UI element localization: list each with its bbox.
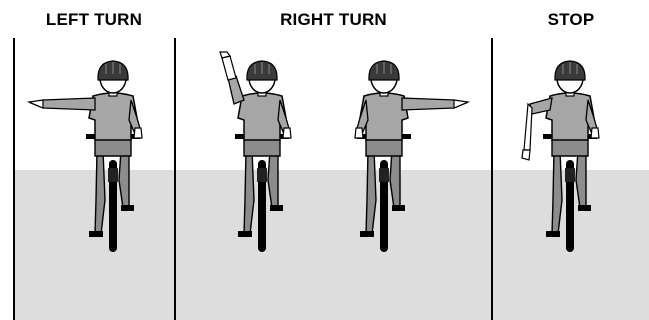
hand-signals-illustration [0,0,649,320]
